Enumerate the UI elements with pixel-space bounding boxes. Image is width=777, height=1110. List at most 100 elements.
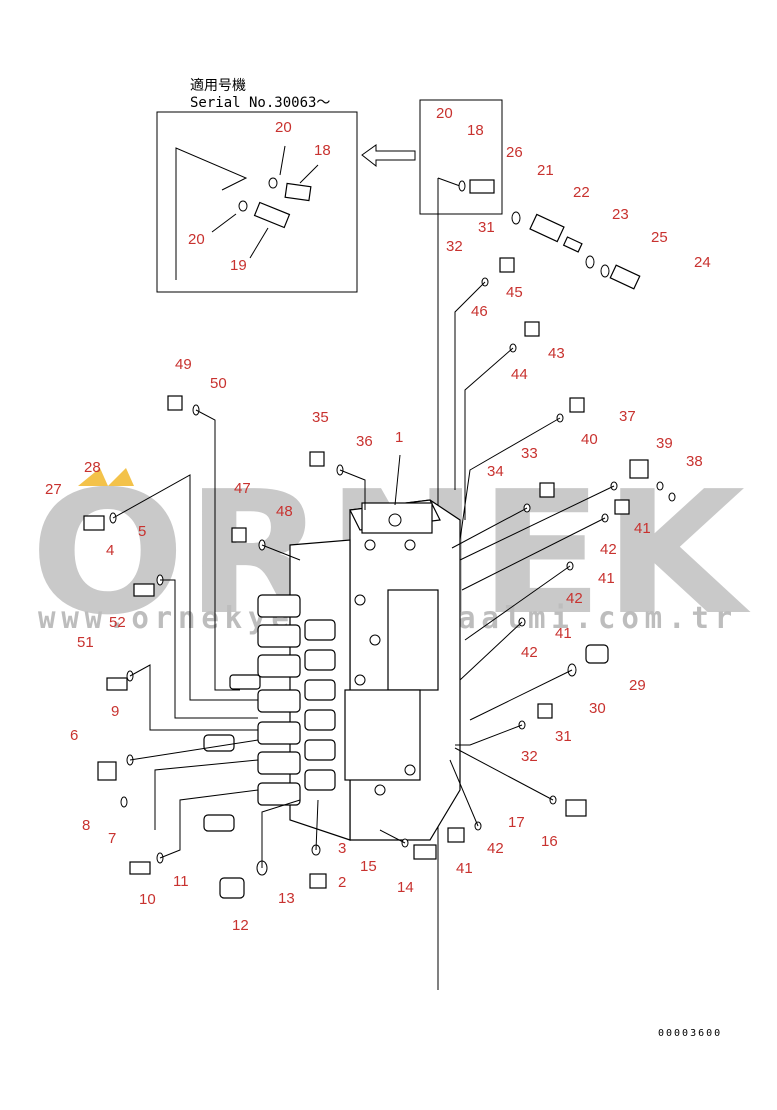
callout-14: 14 [397, 879, 414, 896]
callout-41-c: 41 [555, 625, 572, 642]
callout-46: 46 [471, 303, 488, 320]
watermark-accent-left [78, 468, 108, 486]
applicability-label: 適用号機 [190, 77, 246, 94]
elbow-31 [499, 257, 515, 273]
callout-40: 40 [581, 431, 598, 448]
inset-frame [156, 111, 358, 293]
callout-3: 3 [338, 840, 346, 857]
callout-12: 12 [232, 917, 249, 934]
solenoid-stack [229, 594, 336, 806]
inset-callout-18: 18 [314, 142, 331, 159]
callout-7: 7 [108, 830, 116, 847]
callout-39: 39 [656, 435, 673, 452]
sensor-4 [133, 583, 155, 597]
callout-29: 29 [629, 677, 646, 694]
callout-27: 27 [45, 481, 62, 498]
callout-49: 49 [175, 356, 192, 373]
callout-31-b: 31 [555, 728, 572, 745]
inset-callout-20-bottom: 20 [188, 231, 205, 248]
callout-42-d: 42 [487, 840, 504, 857]
callout-32-top: 32 [446, 238, 463, 255]
sensor-24 [609, 264, 641, 290]
adapter-22 [562, 236, 583, 253]
callout-28: 28 [84, 459, 101, 476]
arrow-to-inset-icon [361, 144, 416, 168]
callout-1: 1 [395, 429, 403, 446]
elbow-35 [309, 451, 325, 467]
fitting-27 [83, 515, 105, 531]
inset-oring-20b [238, 200, 248, 212]
elbow-6 [97, 761, 117, 781]
reference-box [419, 99, 503, 215]
elbow-31-lower [537, 703, 553, 719]
watermark-accent-right [108, 468, 134, 486]
callout-44: 44 [511, 366, 528, 383]
inset-fitting-18 [284, 182, 312, 202]
elbow-49 [167, 395, 183, 411]
plug-mid-2 [203, 814, 235, 832]
callout-41-b: 41 [598, 570, 615, 587]
fitting-29 [585, 644, 609, 664]
callout-42-b: 42 [566, 590, 583, 607]
callout-17: 17 [508, 814, 525, 831]
callout-45: 45 [506, 284, 523, 301]
switch-37 [629, 459, 649, 479]
callout-42-a: 42 [600, 541, 617, 558]
elbow-41-lower [447, 827, 465, 843]
callout-2: 2 [338, 874, 346, 891]
callout-41-d: 41 [456, 860, 473, 877]
callout-36: 36 [356, 433, 373, 450]
plug-mid-1 [203, 734, 235, 752]
fitting-14 [413, 844, 437, 860]
inset-panel: 20 18 20 19 [156, 111, 358, 293]
sensor-10 [129, 861, 151, 875]
fitting-18-ref [469, 179, 495, 194]
fitting-12 [219, 877, 245, 899]
callout-33: 33 [521, 445, 538, 462]
fitting-2 [309, 873, 327, 889]
callout-48: 48 [276, 503, 293, 520]
inset-oring-20a [268, 177, 278, 189]
elbow-43 [569, 397, 585, 413]
callout-38: 38 [686, 453, 703, 470]
elbow-45 [524, 321, 540, 337]
callout-25: 25 [651, 229, 668, 246]
inset-fitting-19 [253, 201, 291, 229]
callout-16: 16 [541, 833, 558, 850]
callout-4: 4 [106, 542, 114, 559]
elbow-41-top [614, 499, 630, 515]
callout-6: 6 [70, 727, 78, 744]
callout-23: 23 [612, 206, 629, 223]
sensor-51 [106, 677, 128, 691]
fitting-21 [529, 213, 565, 243]
callout-10: 10 [139, 891, 156, 908]
callout-34: 34 [487, 463, 504, 480]
callout-15: 15 [360, 858, 377, 875]
callout-47: 47 [234, 480, 251, 497]
callout-13: 13 [278, 890, 295, 907]
elbow-47 [231, 527, 247, 543]
callout-22: 22 [573, 184, 590, 201]
callout-8: 8 [82, 817, 90, 834]
elbow-33 [539, 482, 555, 498]
sensor-16 [565, 799, 587, 817]
inset-callout-19: 19 [230, 257, 247, 274]
callout-9: 9 [111, 703, 119, 720]
callout-51: 51 [77, 634, 94, 651]
callout-50: 50 [210, 375, 227, 392]
callout-35: 35 [312, 409, 329, 426]
callout-52: 52 [109, 614, 126, 631]
callout-32-b: 32 [521, 748, 538, 765]
callout-21: 21 [537, 162, 554, 179]
callout-42-c: 42 [521, 644, 538, 661]
callout-41-a: 41 [634, 520, 651, 537]
callout-43: 43 [548, 345, 565, 362]
serial-number-label: Serial No.30063～ [190, 95, 330, 111]
callout-26: 26 [506, 144, 523, 161]
routing-lines [112, 281, 615, 868]
callout-18: 18 [467, 122, 484, 139]
callout-24: 24 [694, 254, 711, 271]
callout-37: 37 [619, 408, 636, 425]
callout-20: 20 [436, 105, 453, 122]
